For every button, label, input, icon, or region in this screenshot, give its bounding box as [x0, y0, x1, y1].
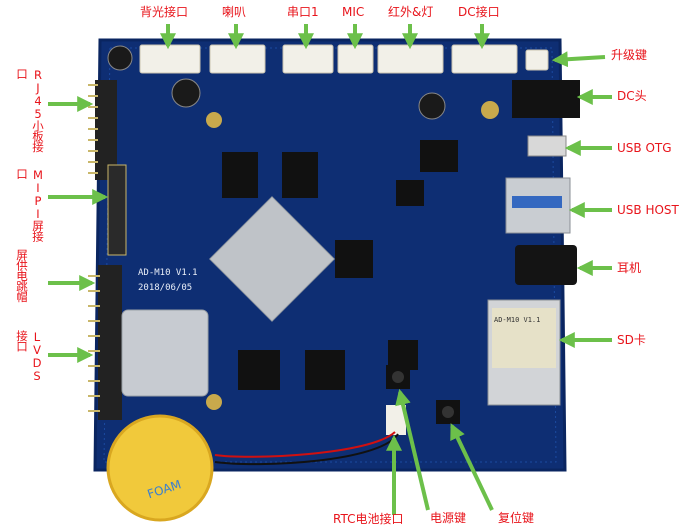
label-power-key: 电源键: [430, 511, 467, 525]
board-date-text: 2018/06/05: [138, 283, 192, 293]
rtc-connector: [386, 405, 406, 435]
second-metal-pad: [121, 309, 209, 397]
soc-chip: [209, 196, 335, 322]
label-lvds: LVDS接口: [15, 330, 44, 382]
label-mic: MIC: [342, 5, 365, 19]
label-usb-host: USB HOST: [617, 203, 679, 217]
label-ir-led: 红外&灯: [388, 5, 434, 19]
left-pin-headers: [95, 80, 122, 420]
label-earphone: 耳机: [617, 261, 642, 275]
label-speaker: 喇叭: [222, 5, 247, 19]
dc-jack: [512, 80, 580, 118]
label-screen-power-jumper: 屏供电跳帽: [15, 249, 29, 302]
label-usb-otg: USB OTG: [617, 141, 672, 155]
board-model-text: AD-M10 V1.1: [138, 268, 198, 278]
label-uart1: 串口1: [287, 5, 319, 19]
socket-label-text: AD-M10 V1.1: [494, 316, 540, 324]
label-reset-key: 复位键: [498, 511, 535, 525]
label-sd-card: SD卡: [617, 333, 646, 347]
callout-arrows: [48, 24, 612, 515]
earphone-jack: [515, 245, 577, 285]
label-dc-jack: DC头: [617, 89, 647, 103]
label-dc-port: DC接口: [458, 5, 500, 19]
label-rtc-battery: RTC电池接口: [333, 512, 404, 526]
label-rj45: RJ45小板接口: [15, 68, 45, 152]
label-mipi: MIPI屏接口: [15, 168, 45, 241]
rtc-battery: [106, 414, 214, 522]
label-backlight: 背光接口: [140, 5, 189, 19]
capacitors: [107, 45, 499, 410]
usb-otg-port: [527, 135, 567, 157]
mipi-fpc-connector: [107, 164, 127, 256]
label-upgrade-key: 升级键: [611, 48, 648, 62]
